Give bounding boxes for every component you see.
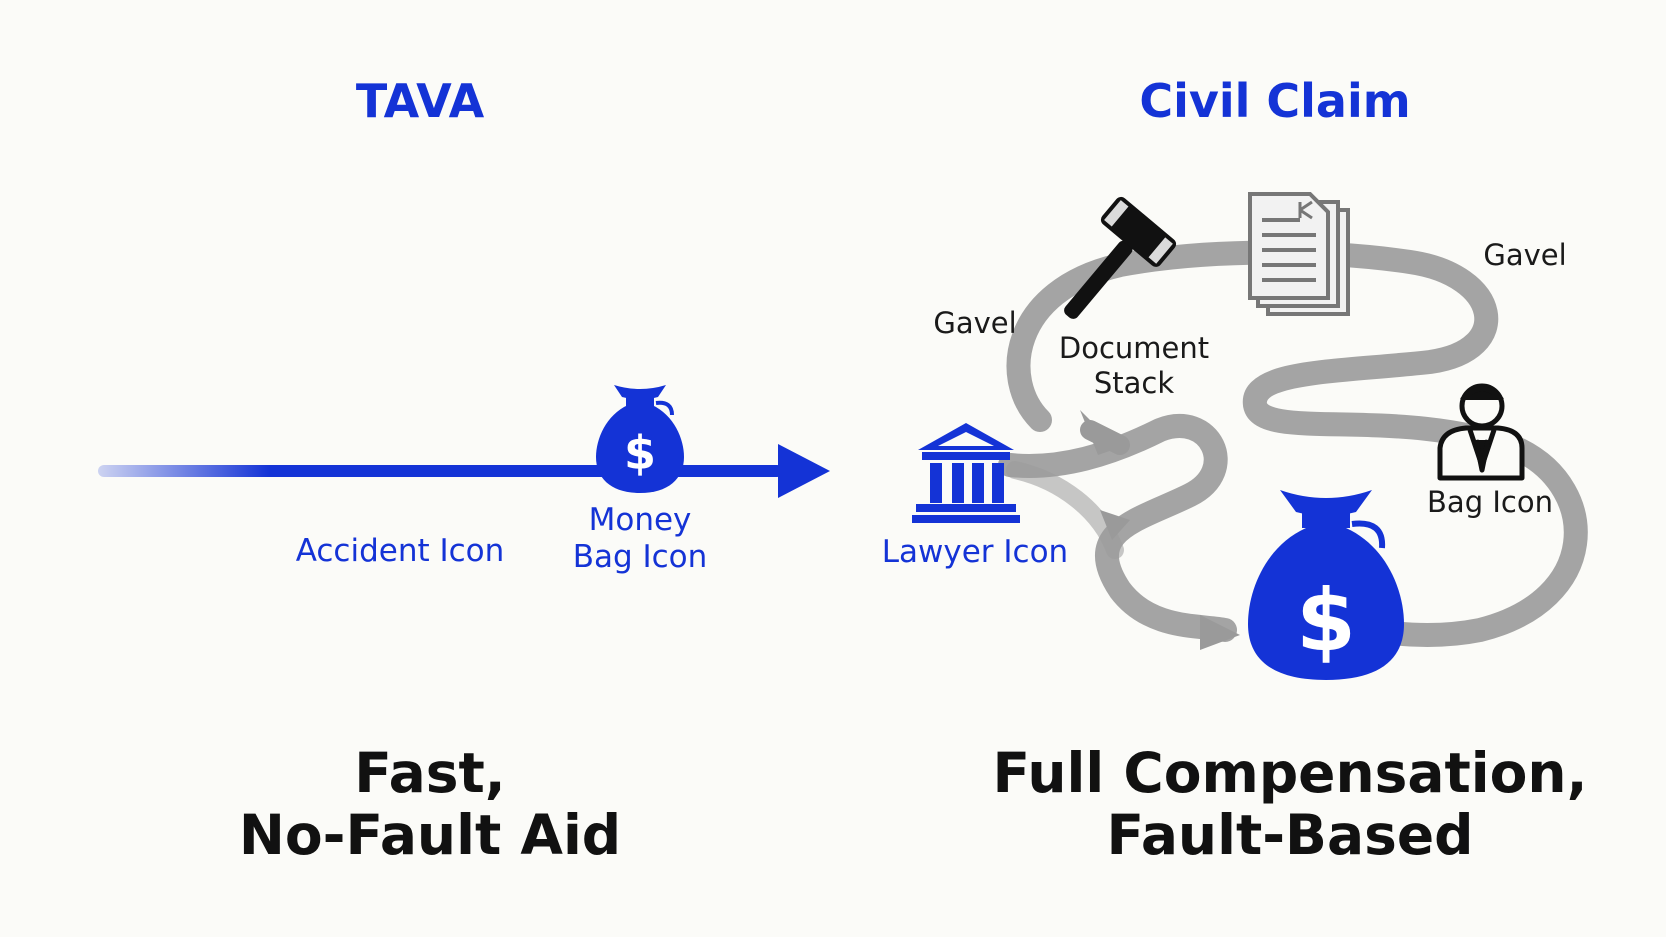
svg-text:$: $ xyxy=(1296,571,1356,671)
money-bag-icon: $ xyxy=(596,385,684,493)
money-bag-icon: $ xyxy=(1248,490,1404,680)
lawyer-icon-label: Lawyer Icon xyxy=(881,534,1069,570)
courthouse-icon xyxy=(912,423,1020,523)
tava-heading: TAVA xyxy=(300,74,540,129)
path-arrowhead-icon xyxy=(1200,615,1240,650)
person-icon xyxy=(1437,383,1525,481)
svg-text:$: $ xyxy=(624,426,656,480)
tava-straight-path xyxy=(98,444,830,498)
path-arrowhead-icon xyxy=(1100,510,1130,540)
document-stack-icon xyxy=(1248,192,1350,316)
tava-tagline: Fast, No-Fault Aid xyxy=(220,742,640,866)
civil-claim-tagline-line2: Fault-Based xyxy=(1106,803,1474,868)
arrow-right-icon xyxy=(778,444,830,498)
tava-tagline-line1: Fast, xyxy=(354,741,506,805)
document-stack-label-line2: Stack xyxy=(1093,365,1175,400)
path-arrowhead-icon xyxy=(1080,410,1118,455)
document-stack-label-line1: Document xyxy=(1058,331,1210,365)
bag-icon-label: Bag Icon xyxy=(1427,485,1553,519)
civil-claim-heading-text: Civil Claim xyxy=(1139,74,1411,128)
tava-tagline-line2: No-Fault Aid xyxy=(238,803,622,868)
civil-claim-tagline-line1: Full Compensation, xyxy=(992,741,1588,805)
civil-claim-tagline: Full Compensation, Fault-Based xyxy=(990,742,1590,866)
money-bag-label: Money Bag Icon xyxy=(560,502,720,576)
gavel-label-right: Gavel xyxy=(1483,238,1567,272)
civil-claim-heading: Civil Claim xyxy=(1120,74,1430,129)
money-bag-label-line2: Bag Icon xyxy=(572,539,708,576)
document-stack-label: Document Stack xyxy=(1050,331,1218,401)
gavel-icon xyxy=(1064,196,1177,319)
accident-icon-label: Accident Icon xyxy=(295,533,505,569)
money-bag-label-line1: Money xyxy=(588,502,692,538)
gavel-label-left: Gavel xyxy=(933,306,1017,340)
tava-heading-text: TAVA xyxy=(355,74,485,128)
